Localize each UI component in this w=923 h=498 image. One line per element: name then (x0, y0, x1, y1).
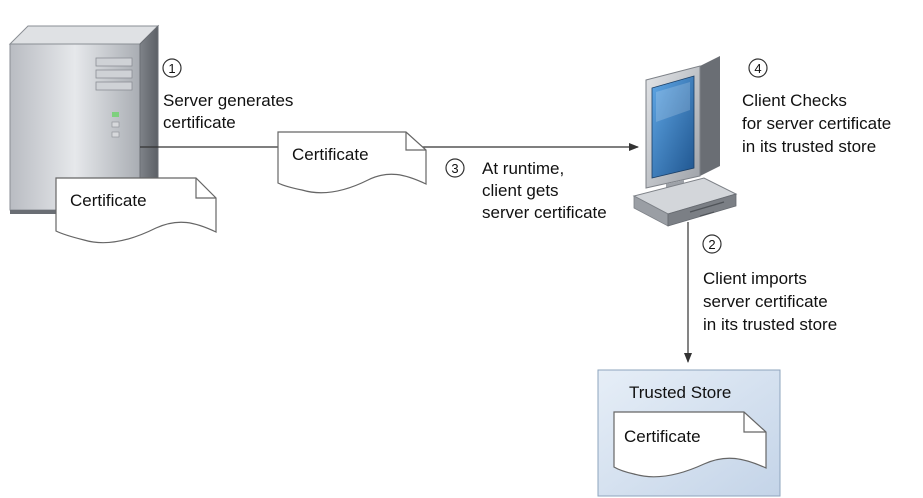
step-4-line-1: Client Checks (742, 91, 847, 110)
step-2-annotation: 2 Client imports server certificate in i… (702, 234, 837, 334)
step-1-line-2: certificate (163, 113, 236, 132)
step-1-line-1: Server generates (163, 91, 293, 110)
step-4-number: 4 (754, 61, 761, 76)
stored-certificate-document: Certificate (613, 411, 767, 478)
step-3-line-3: server certificate (482, 203, 607, 222)
step-1-badge (162, 58, 182, 78)
transit-certificate-label: Certificate (292, 145, 369, 164)
stored-certificate-label: Certificate (624, 427, 701, 446)
step-2-line-3: in its trusted store (703, 315, 837, 334)
step-3-number: 3 (451, 161, 458, 176)
step-3-annotation: 3 At runtime, client gets server certifi… (445, 158, 607, 222)
step-1-number: 1 (168, 61, 175, 76)
desktop-computer-icon (632, 56, 738, 227)
server-certificate-label: Certificate (70, 191, 147, 210)
trusted-store-title: Trusted Store (629, 383, 731, 402)
step-3-badge (445, 158, 465, 178)
step-3-line-2: client gets (482, 181, 559, 200)
step-3-line-1: At runtime, (482, 159, 564, 178)
step-1-annotation: 1 Server generates certificate (162, 58, 293, 132)
step-2-number: 2 (708, 237, 715, 252)
transit-certificate-document: Certificate (277, 131, 427, 194)
trusted-store: Trusted Store Certificate (597, 369, 781, 497)
server-certificate-document: Certificate (55, 177, 217, 244)
step-2-badge (702, 234, 722, 254)
step-2-line-2: server certificate (703, 292, 828, 311)
step-2-line-1: Client imports (703, 269, 807, 288)
step-4-badge (748, 58, 768, 78)
step-4-line-2: for server certificate (742, 114, 891, 133)
step-4-annotation: 4 Client Checks for server certificate i… (742, 58, 891, 156)
step-4-line-3: in its trusted store (742, 137, 876, 156)
